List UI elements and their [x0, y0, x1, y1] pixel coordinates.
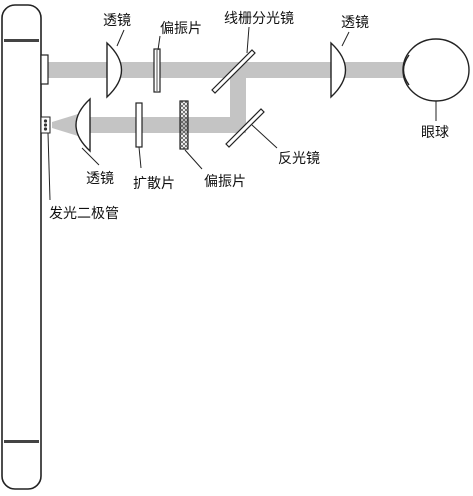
label-lens-top-left: 透镜	[103, 13, 131, 29]
reflector-mirror	[225, 108, 265, 148]
label-polarizer-bottom: 偏振片	[204, 174, 246, 190]
label-diffuser: 扩散片	[133, 176, 175, 192]
label-lens-bottom: 透镜	[86, 171, 114, 187]
leader-led	[47, 132, 51, 201]
device-top-bar	[4, 39, 39, 42]
leader-mirror	[251, 124, 278, 149]
label-lens-top-right: 透镜	[341, 15, 369, 31]
device-bottom-bar	[4, 440, 39, 443]
device-body	[1, 4, 42, 490]
diffuser-sheet	[135, 102, 143, 148]
leader-lens-top-right	[341, 31, 350, 47]
leader-lens-bottom	[81, 147, 100, 166]
lens-top-left	[106, 41, 123, 99]
label-eyeball: 眼球	[421, 125, 449, 141]
eyeball-shape	[402, 38, 470, 102]
label-grating-splitter: 线栅分光镜	[224, 11, 294, 27]
polarizer-bottom	[179, 100, 189, 150]
led-component	[40, 116, 51, 134]
device-display-window	[40, 54, 49, 85]
lens-bottom	[75, 97, 91, 153]
leader-lens-top-left	[116, 29, 125, 47]
wire-grid-splitter	[211, 49, 256, 94]
leader-diffuser	[138, 146, 142, 169]
label-led: 发光二极管	[49, 206, 119, 222]
lens-top-right	[330, 41, 347, 99]
leader-polarizer-top	[157, 35, 161, 51]
label-mirror: 反光镜	[278, 151, 320, 167]
leader-polarizer-bottom	[184, 149, 203, 170]
label-polarizer-top: 偏振片	[160, 21, 202, 37]
beam-led-cone	[52, 114, 78, 136]
leader-lines	[47, 26, 437, 201]
beam-bottom	[76, 117, 246, 133]
beam-top	[48, 62, 410, 78]
leader-grating-splitter	[246, 26, 250, 54]
device-frame	[1, 4, 42, 490]
